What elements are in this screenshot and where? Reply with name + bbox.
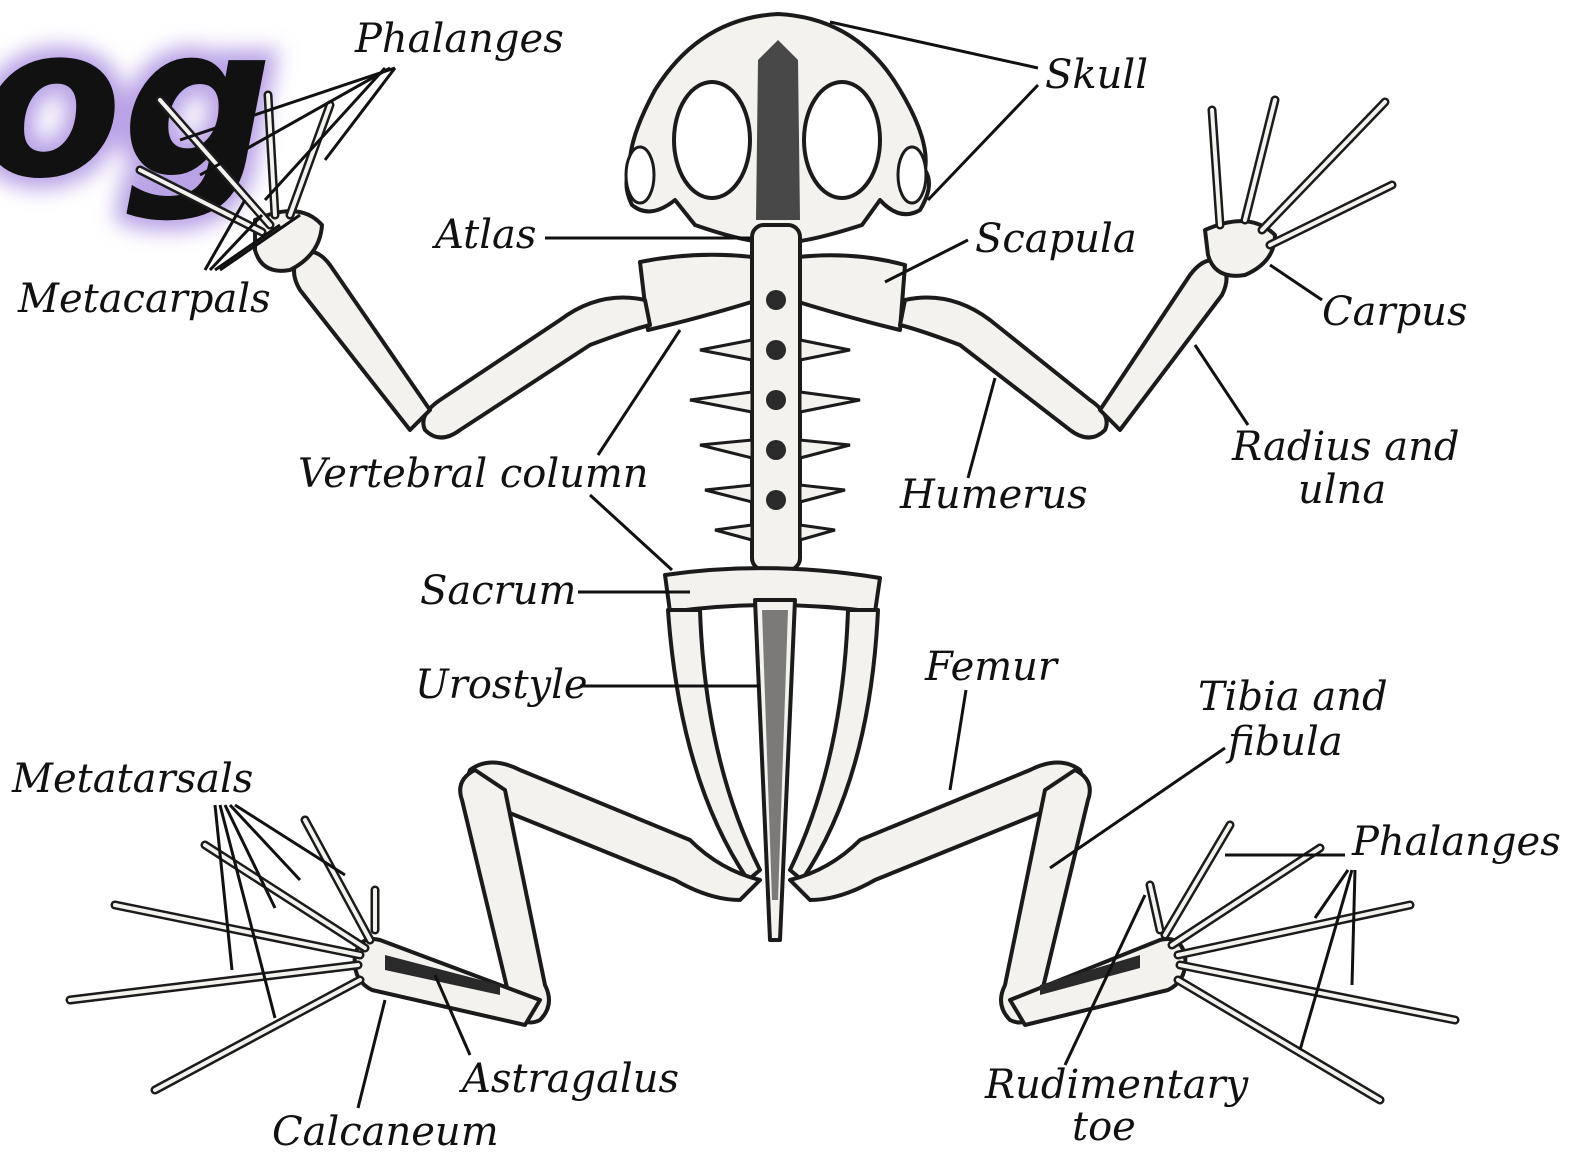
skull-bone: [626, 14, 929, 242]
label-radius-and: Radius and: [1231, 424, 1460, 470]
label-urostyle: Urostyle: [415, 662, 588, 708]
label-metatarsals: Metatarsals: [11, 756, 253, 802]
left-foot-toes: [70, 820, 375, 1090]
label-vertebral-column: Vertebral column: [298, 451, 649, 497]
right-foot-toes: [1150, 825, 1455, 1100]
title-text: og: [0, 0, 273, 225]
left-leg-bones: [355, 763, 760, 1026]
label-calcaneum: Calcaneum: [272, 1109, 499, 1155]
label-femur: Femur: [924, 644, 1060, 690]
label-skull: Skull: [1045, 52, 1148, 98]
label-sacrum: Sacrum: [420, 568, 576, 614]
label-carpus: Carpus: [1322, 289, 1467, 335]
label-fibula: fibula: [1225, 719, 1343, 765]
label-ulna: ulna: [1298, 467, 1386, 513]
label-metacarpals: Metacarpals: [17, 276, 271, 322]
label-scapula: Scapula: [975, 216, 1137, 262]
label-phalanges-foot: Phalanges: [1351, 819, 1561, 865]
label-phalanges-hand: Phalanges: [354, 16, 564, 62]
label-astragalus: Astragalus: [458, 1056, 679, 1102]
label-humerus: Humerus: [899, 472, 1088, 518]
label-toe: toe: [1072, 1104, 1136, 1150]
label-atlas: Atlas: [431, 212, 536, 258]
label-rudimentary: Rudimentary: [984, 1062, 1250, 1108]
label-tibia-and: Tibia and: [1198, 674, 1388, 720]
right-leg-bones: [790, 763, 1185, 1026]
title-fragment: og og: [0, 0, 273, 225]
skeleton: [70, 14, 1455, 1100]
